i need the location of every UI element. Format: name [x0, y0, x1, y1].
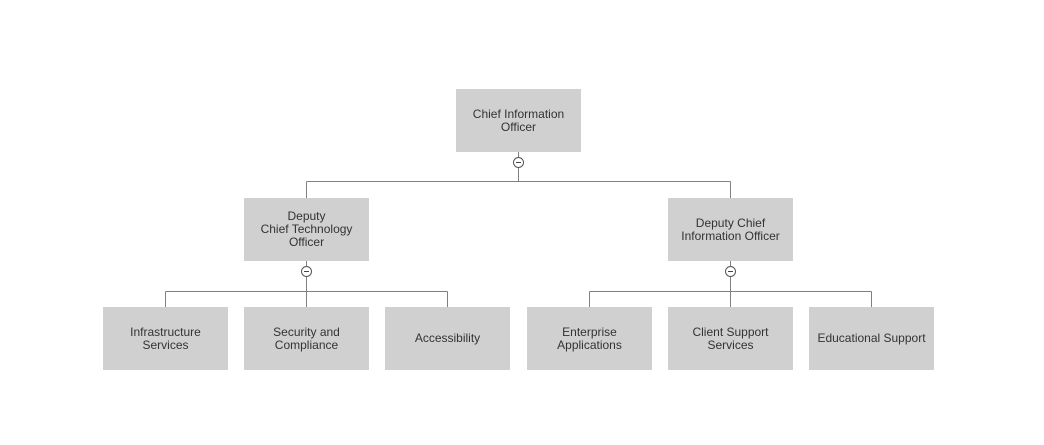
node-label: Client Support Services	[692, 324, 769, 352]
node-label: Chief Information Officer	[472, 106, 565, 134]
node-accessibility[interactable]: Accessibility	[385, 307, 510, 370]
node-deputy-chief-technology-officer[interactable]: Deputy Chief Technology Officer	[244, 198, 369, 261]
node-label: Educational Support	[817, 331, 926, 345]
node-enterprise-applications[interactable]: Enterprise Applications	[527, 307, 652, 370]
node-deputy-chief-information-officer[interactable]: Deputy Chief Information Officer	[668, 198, 793, 261]
node-educational-support[interactable]: Educational Support	[809, 307, 934, 370]
node-infrastructure-services[interactable]: Infrastructure Services	[103, 307, 228, 370]
node-chief-information-officer[interactable]: Chief Information Officer	[456, 89, 581, 152]
minus-circle-icon[interactable]	[513, 157, 524, 168]
node-label: Accessibility	[414, 331, 481, 345]
node-label: Enterprise Applications	[557, 324, 622, 352]
node-label: Deputy Chief Technology Officer	[260, 209, 353, 249]
node-client-support-services[interactable]: Client Support Services	[668, 307, 793, 370]
node-security-and-compliance[interactable]: Security and Compliance	[244, 307, 369, 370]
node-label: Security and Compliance	[273, 324, 340, 352]
node-label: Infrastructure Services	[130, 324, 201, 352]
minus-circle-icon[interactable]	[301, 266, 312, 277]
minus-circle-icon[interactable]	[725, 266, 736, 277]
node-label: Deputy Chief Information Officer	[681, 215, 780, 243]
